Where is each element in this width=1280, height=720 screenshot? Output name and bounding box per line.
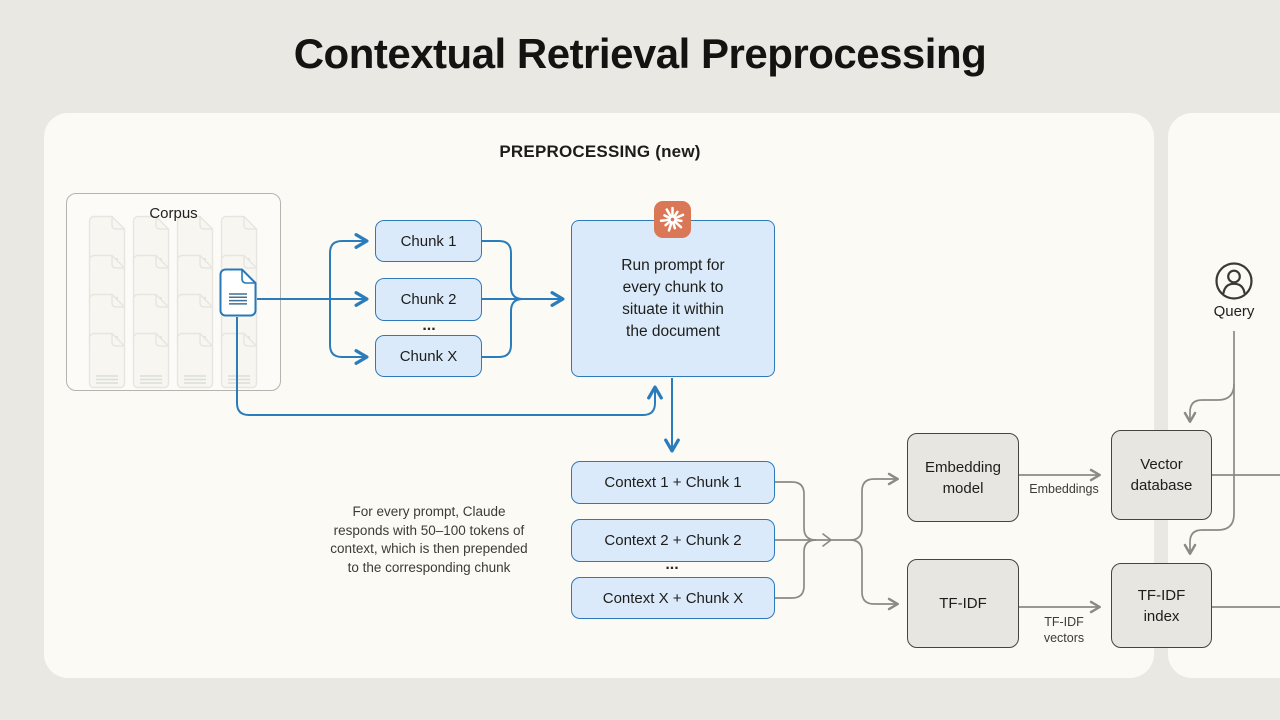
- tfidf-index-node: TF-IDF index: [1111, 563, 1212, 648]
- query-to-vectordb-line: [1183, 383, 1235, 423]
- page-title: Contextual Retrieval Preprocessing: [293, 30, 987, 77]
- context-x-node: Context X + Chunk X: [571, 577, 775, 619]
- document-loop-line: [236, 317, 663, 416]
- context1-out-line: [775, 481, 817, 541]
- to-embedding-line: [849, 472, 899, 541]
- claude-context-note: For every prompt, Claude responds with 5…: [330, 504, 528, 575]
- chunk-x-node: Chunk X: [375, 335, 482, 377]
- chunk1-merge-line: [482, 240, 524, 300]
- contextx-out-line: [775, 539, 817, 599]
- chunks-ellipsis: ...: [422, 317, 436, 334]
- query-to-tfidfindex-line: [1183, 331, 1235, 555]
- run-prompt-node: Run prompt for every chunk to situate it…: [571, 220, 775, 377]
- to-tfidf-line: [849, 539, 899, 611]
- blue-flow-lines: [236, 233, 680, 453]
- chunk-1-node: Chunk 1: [375, 220, 482, 262]
- document-icon: [219, 268, 257, 317]
- tfidf-vectors-edge-label: TF-IDF vectors: [1043, 615, 1085, 645]
- claude-starburst-icon: [654, 201, 691, 238]
- user-circle-icon: [1215, 262, 1253, 300]
- gray-flow-lines: [775, 331, 1280, 614]
- chunkx-merge-line: [482, 298, 524, 358]
- context-1-node: Context 1 + Chunk 1: [571, 461, 775, 504]
- corpus-label: Corpus: [149, 205, 198, 222]
- context-2-node: Context 2 + Chunk 2: [571, 519, 775, 562]
- doc-to-chunkx-line: [329, 299, 369, 365]
- doc-to-chunk1-line: [329, 233, 369, 299]
- mid-chevron-arrow: [822, 533, 832, 547]
- tfidf-node: TF-IDF: [907, 559, 1019, 648]
- query-label: Query: [1213, 303, 1255, 320]
- vector-database-node: Vector database: [1111, 430, 1212, 520]
- contexts-ellipsis: ...: [665, 556, 679, 573]
- embedding-model-node: Embedding model: [907, 433, 1019, 522]
- chunk-2-node: Chunk 2: [375, 278, 482, 321]
- preprocessing-panel-label: PREPROCESSING (new): [499, 142, 701, 161]
- embeddings-edge-label: Embeddings: [1029, 482, 1099, 496]
